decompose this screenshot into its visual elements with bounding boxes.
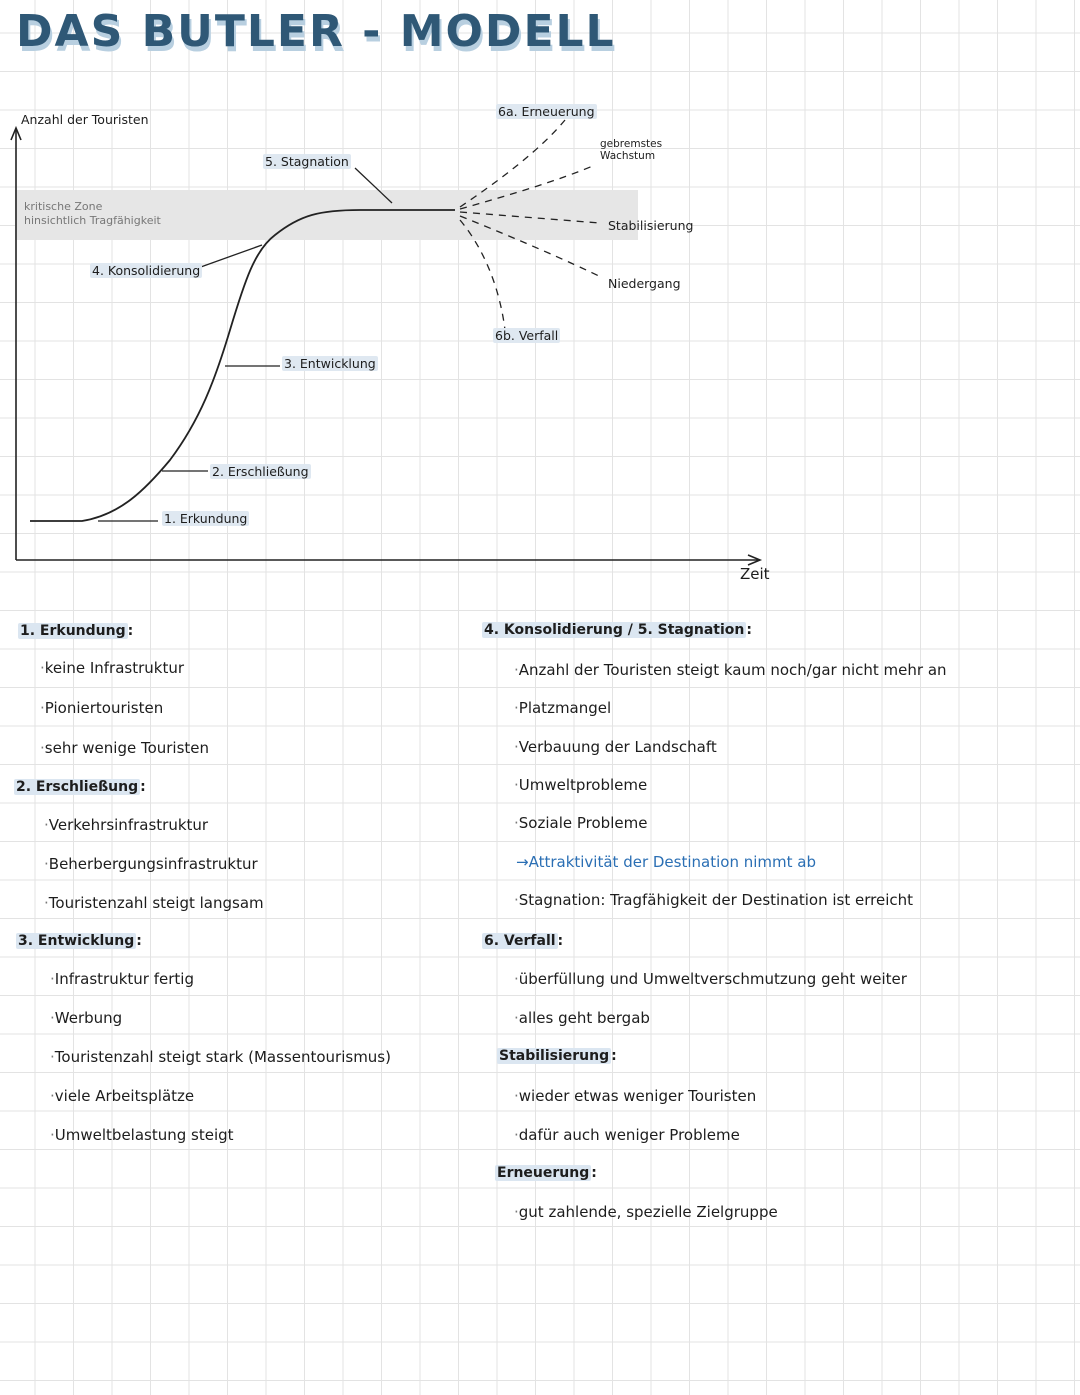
stage-konsolidierung-text: 4. Konsolidierung bbox=[90, 263, 203, 278]
note-item: Verbauung der Landschaft bbox=[514, 738, 717, 756]
y-axis-label: Anzahl der Touristen bbox=[21, 112, 149, 127]
zone-label-2: hinsichtlich Tragfähigkeit bbox=[24, 214, 161, 227]
heading-erkundung-text: 1. Erkundung bbox=[18, 623, 128, 639]
stage-label-verfall: 6b. Verfall bbox=[493, 328, 561, 343]
note-item: Umweltprobleme bbox=[514, 776, 647, 794]
note-item: sehr wenige Touristen bbox=[40, 739, 209, 757]
stage-label-erkundung: 1. Erkundung bbox=[162, 511, 250, 526]
branch-gebremstes-wachstum bbox=[459, 164, 596, 210]
heading-konsolidierung-stagnation-text: 4. Konsolidierung / 5. Stagnation bbox=[482, 622, 747, 638]
stage-label-erschliessung: 2. Erschließung bbox=[210, 464, 311, 479]
note-item: überfüllung und Umweltverschmutzung geht… bbox=[514, 970, 907, 988]
note-item: Touristenzahl steigt langsam bbox=[44, 894, 264, 912]
heading-erneuerung: Erneuerung: bbox=[495, 1165, 597, 1181]
page-title: DAS BUTLER - MODELL bbox=[16, 6, 616, 57]
heading-erkundung: 1. Erkundung: bbox=[18, 623, 134, 639]
heading-konsolidierung-stagnation: 4. Konsolidierung / 5. Stagnation: bbox=[482, 622, 752, 638]
y-axis-arrow bbox=[10, 125, 22, 141]
stage-label-konsolidierung: 4. Konsolidierung bbox=[90, 263, 203, 278]
stage-erschliessung-text: 2. Erschließung bbox=[210, 464, 311, 479]
stage-label-erneuerung: 6a. Erneuerung bbox=[496, 104, 597, 119]
note-item: gut zahlende, spezielle Zielgruppe bbox=[514, 1203, 778, 1221]
x-axis-arrow bbox=[747, 554, 763, 566]
future-branches bbox=[459, 119, 604, 331]
note-item: dafür auch weniger Probleme bbox=[514, 1126, 740, 1144]
stage-label-stagnation: 5. Stagnation bbox=[263, 154, 351, 169]
note-item: Beherbergungsinfrastruktur bbox=[44, 855, 258, 873]
branch-gebremstes-line2: Wachstum bbox=[600, 150, 656, 162]
heading-erschliessung-text: 2. Erschließung bbox=[14, 779, 141, 795]
note-item: viele Arbeitsplätze bbox=[50, 1087, 194, 1105]
note-item: Pioniertouristen bbox=[40, 699, 163, 717]
heading-stabilisierung-text: Stabilisierung bbox=[497, 1048, 612, 1064]
stage-stagnation-text: 5. Stagnation bbox=[263, 154, 351, 169]
heading-erneuerung-text: Erneuerung bbox=[495, 1165, 592, 1181]
conclusion-attraktivitaet: →Attraktivität der Destination nimmt ab bbox=[516, 853, 816, 871]
note-item: Infrastruktur fertig bbox=[50, 970, 194, 988]
diagram-lines bbox=[10, 119, 763, 566]
stage-verfall-text: 6b. Verfall bbox=[493, 328, 561, 343]
arrow-right-icon: → bbox=[516, 853, 529, 871]
branch-stabilisierung bbox=[459, 211, 601, 224]
heading-erschliessung: 2. Erschließung: bbox=[14, 779, 146, 795]
note-item: Werbung bbox=[50, 1009, 122, 1027]
stage-entwicklung-text: 3. Entwicklung bbox=[282, 356, 378, 371]
leader-stagnation bbox=[354, 167, 393, 204]
branch-gebremstes-line1: gebremstes bbox=[600, 138, 663, 150]
note-item: wieder etwas weniger Touristen bbox=[514, 1087, 756, 1105]
butler-curve bbox=[30, 209, 455, 522]
branch-verfall bbox=[459, 219, 506, 331]
branch-label-gebremstes: gebremstes Wachstum bbox=[600, 138, 662, 162]
note-item: alles geht bergab bbox=[514, 1009, 650, 1027]
note-item: Anzahl der Touristen steigt kaum noch/ga… bbox=[514, 661, 947, 679]
heading-entwicklung-text: 3. Entwicklung bbox=[16, 933, 137, 949]
branch-label-stabilisierung: Stabilisierung bbox=[608, 218, 694, 233]
heading-stabilisierung: Stabilisierung: bbox=[497, 1048, 617, 1064]
note-item: Touristenzahl steigt stark (Massentouris… bbox=[50, 1048, 391, 1066]
stage-erneuerung-text: 6a. Erneuerung bbox=[496, 104, 597, 119]
heading-verfall: 6. Verfall: bbox=[482, 933, 564, 949]
stage-label-entwicklung: 3. Entwicklung bbox=[282, 356, 378, 371]
heading-entwicklung: 3. Entwicklung: bbox=[16, 933, 142, 949]
heading-verfall-text: 6. Verfall bbox=[482, 933, 558, 949]
note-item: Umweltbelastung steigt bbox=[50, 1126, 234, 1144]
note-item: Platzmangel bbox=[514, 699, 611, 717]
conclusion-text: Attraktivität der Destination nimmt ab bbox=[528, 853, 816, 871]
note-item: Soziale Probleme bbox=[514, 814, 648, 832]
note-item: Stagnation: Tragfähigkeit der Destinatio… bbox=[514, 891, 913, 909]
note-item: keine Infrastruktur bbox=[40, 659, 184, 677]
branch-erneuerung bbox=[459, 119, 566, 208]
x-axis-label: Zeit bbox=[740, 565, 770, 583]
critical-zone bbox=[15, 190, 638, 240]
stage-erkundung-text: 1. Erkundung bbox=[162, 511, 250, 526]
zone-label-1: kritische Zone bbox=[24, 200, 103, 213]
leader-konsolidierung bbox=[197, 244, 263, 269]
branch-label-niedergang: Niedergang bbox=[608, 276, 681, 291]
note-item: Verkehrsinfrastruktur bbox=[44, 816, 208, 834]
